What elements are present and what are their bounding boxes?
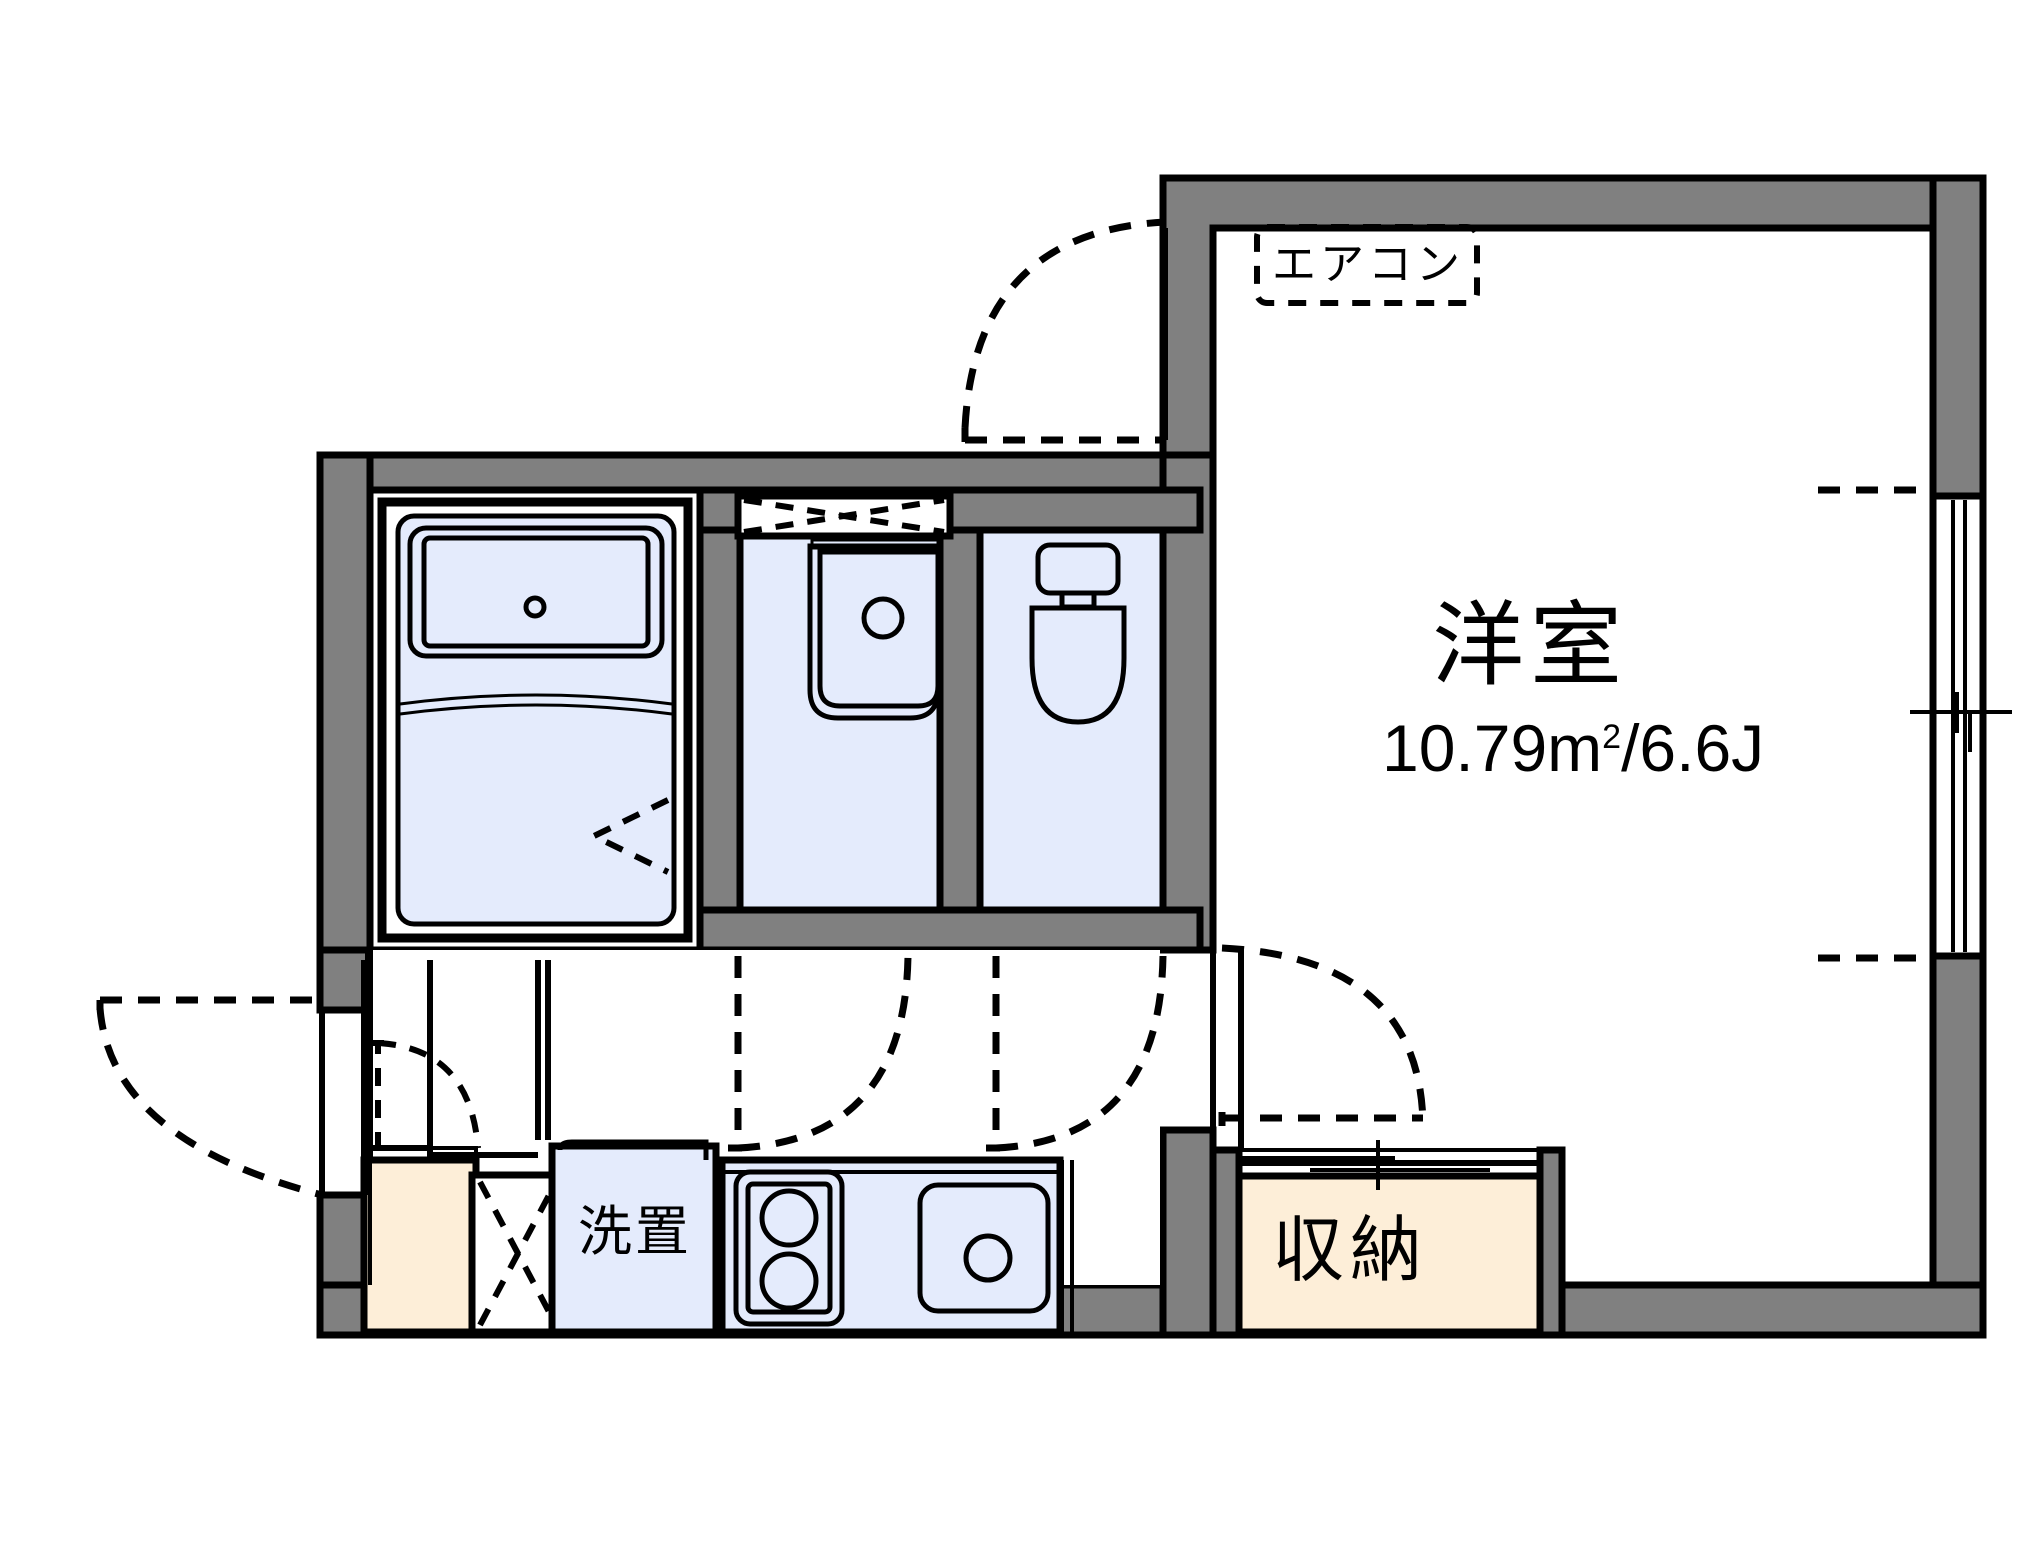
washroom-window[interactable]	[734, 492, 954, 540]
toilet	[1029, 542, 1127, 725]
washroom	[734, 492, 954, 914]
area-superscript: 2	[1602, 718, 1622, 756]
aircon-label: エアコン	[1272, 240, 1464, 289]
bathroom	[366, 486, 704, 954]
storage-label: 収納	[1272, 1211, 1429, 1291]
two-burner-stove	[733, 1169, 845, 1327]
kitchen-counter	[548, 1139, 1074, 1336]
bath-folding-door[interactable]	[587, 797, 670, 875]
balcony-side-door[interactable]	[961, 218, 1216, 444]
toilet-door[interactable]	[986, 955, 1167, 1152]
sliding-window[interactable]	[1818, 486, 2012, 962]
aircon-outline-box	[1254, 224, 1480, 306]
room-entry-door[interactable]	[1210, 944, 1427, 1150]
area-jo: /6.6J	[1621, 711, 1765, 785]
main-room-area: 10.79m2/6.6J	[1382, 715, 1764, 781]
bathtub	[407, 525, 665, 659]
main-room-name: 洋室	[1432, 595, 1629, 697]
shoe-cabinet	[360, 1146, 480, 1336]
shoe-cabinet-door[interactable]	[370, 1040, 481, 1150]
shower-pan	[399, 693, 673, 716]
washer-space-label: 洗置	[578, 1202, 692, 1262]
washroom-door[interactable]	[728, 955, 912, 1152]
kitchen-sink	[917, 1182, 1051, 1314]
area-value: 10.79m	[1382, 711, 1603, 785]
toilet-room	[976, 526, 1167, 914]
storage-closet	[1209, 1140, 1566, 1339]
entrance-door[interactable]	[96, 996, 371, 1199]
washer-space	[548, 1139, 720, 1336]
meter-box	[468, 1171, 566, 1336]
washbasin	[807, 538, 942, 721]
